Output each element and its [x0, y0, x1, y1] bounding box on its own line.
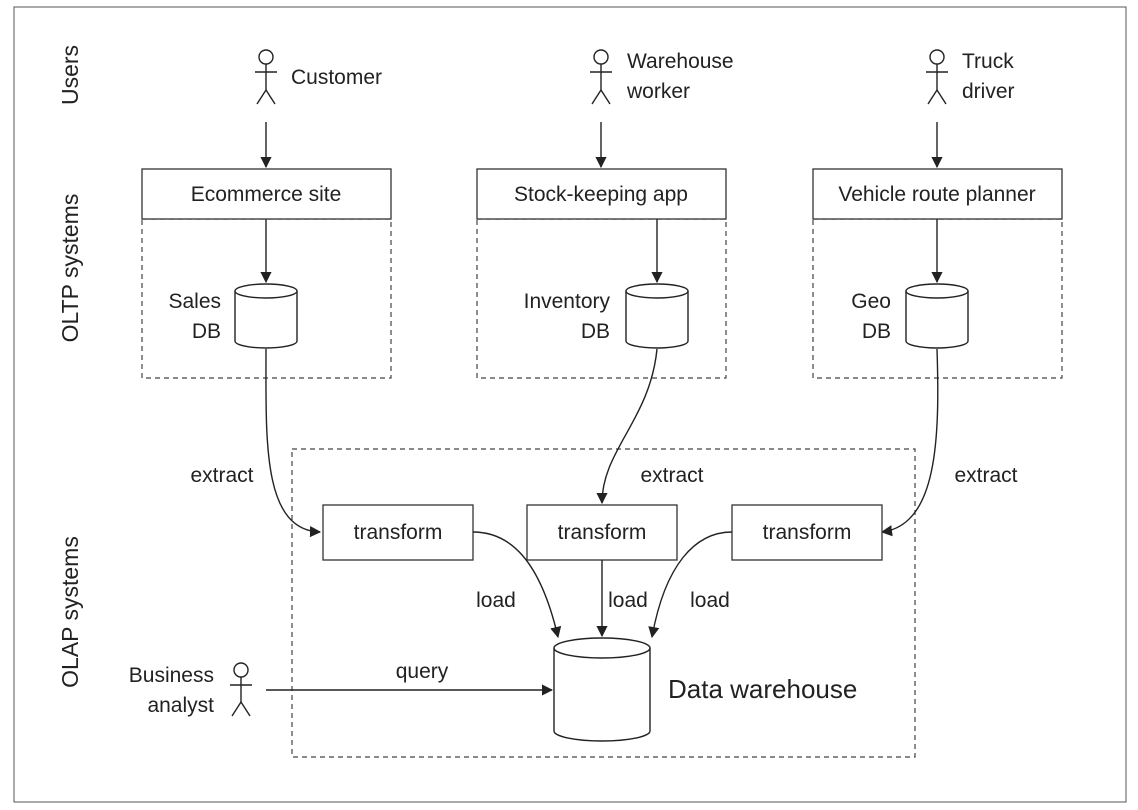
warehouse-worker-label-line2: worker: [626, 80, 690, 103]
customer-person-icon: [255, 49, 277, 105]
ecommerce-site-box: [141, 168, 392, 220]
arrow-extract-inventory: [596, 348, 658, 505]
geo-db-cylinder-icon: [905, 283, 969, 349]
ecommerce-site-label: Ecommerce site: [191, 183, 342, 206]
extract-label-sales: extract: [190, 464, 253, 487]
business-analyst-person-icon: [230, 662, 252, 717]
vehicle-route-planner-label: Vehicle route planner: [838, 183, 1035, 206]
inventory-db-label-line1: Inventory: [524, 290, 611, 313]
arrow-extract-geo: [880, 348, 939, 537]
arrow-load-3: [648, 531, 733, 639]
sales-db-cylinder-icon: [234, 283, 298, 349]
oltp-group-inventory: [476, 218, 727, 379]
truck-driver-person-icon: [926, 49, 948, 105]
figure-frame: [13, 6, 1127, 803]
business-analyst-label-line2: analyst: [147, 694, 214, 717]
load-label-3: load: [690, 589, 730, 612]
sales-db-label-line2: DB: [192, 320, 221, 343]
customer-label: Customer: [291, 66, 382, 89]
transform-box-3: [731, 504, 883, 561]
query-label: query: [396, 660, 449, 683]
stock-keeping-app-box: [476, 168, 727, 220]
data-warehouse-cylinder-icon: [553, 637, 651, 742]
warehouse-worker-label-line1: Warehouse: [627, 50, 734, 73]
arrow-load-1: [472, 531, 562, 639]
sales-db-label-line1: Sales: [168, 290, 221, 313]
geo-db-label-line1: Geo: [851, 290, 891, 313]
geo-db-label-line2: DB: [862, 320, 891, 343]
warehouse-worker-person-icon: [590, 49, 612, 105]
truck-driver-label-line2: driver: [962, 80, 1015, 103]
extract-label-inventory: extract: [640, 464, 703, 487]
section-label-users: Users: [57, 45, 83, 105]
olap-group: [291, 448, 916, 758]
section-label-olap: OLAP systems: [57, 536, 83, 688]
truck-driver-label-line1: Truck: [962, 50, 1014, 73]
inventory-db-label-line2: DB: [581, 320, 610, 343]
transform-label-3: transform: [763, 521, 852, 544]
arrow-extract-sales: [265, 348, 322, 538]
vehicle-route-planner-box: [812, 168, 1063, 220]
transform-label-2: transform: [558, 521, 647, 544]
section-label-oltp: OLTP systems: [57, 194, 83, 343]
load-label-2: load: [608, 589, 648, 612]
transform-box-2: [526, 504, 678, 561]
stock-keeping-app-label: Stock-keeping app: [514, 183, 688, 206]
inventory-db-cylinder-icon: [625, 283, 689, 349]
extract-label-geo: extract: [954, 464, 1017, 487]
load-label-1: load: [476, 589, 516, 612]
data-warehouse-label: Data warehouse: [668, 674, 857, 704]
business-analyst-label-line1: Business: [129, 664, 214, 687]
transform-label-1: transform: [354, 521, 443, 544]
